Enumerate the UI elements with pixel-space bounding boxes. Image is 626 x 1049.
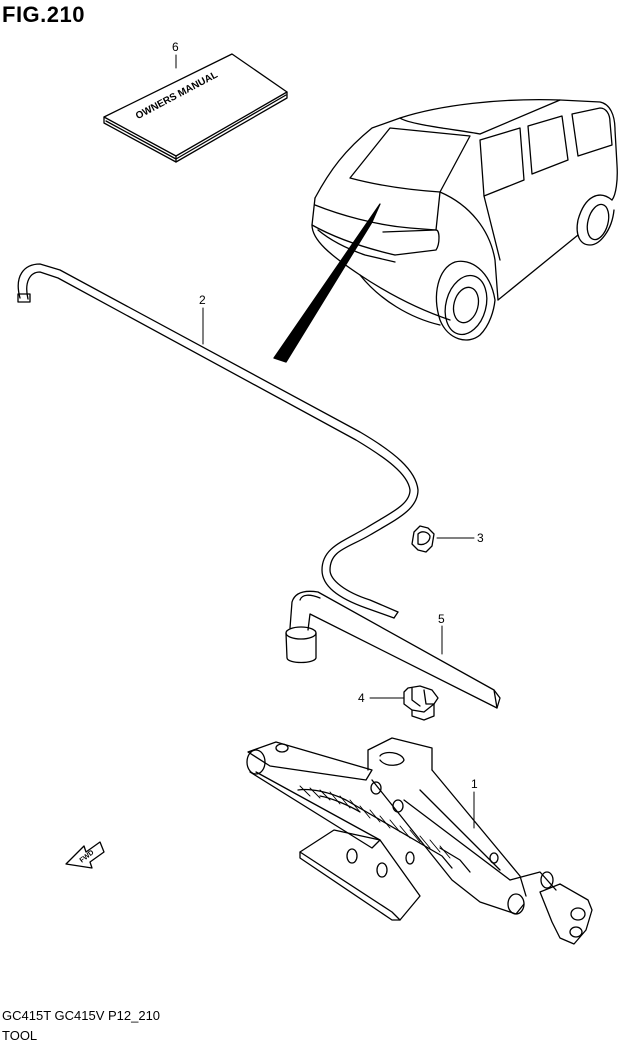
clip-4-illustration xyxy=(403,685,439,721)
callout-2: 2 xyxy=(199,293,206,307)
footer-model-code: GC415T GC415V P12_210 xyxy=(2,1008,161,1023)
jack-handle-rod xyxy=(17,263,419,619)
callout-3: 3 xyxy=(477,531,484,545)
owners-manual-illustration: OWNERS MANUAL xyxy=(103,53,288,163)
footer-section-name: TOOL xyxy=(2,1028,38,1043)
clip-3-illustration xyxy=(411,525,435,553)
scissor-jack-illustration xyxy=(246,737,593,945)
callout-6: 6 xyxy=(172,40,179,54)
lug-wrench xyxy=(285,590,501,709)
figure-title: FIG.210 xyxy=(2,2,85,27)
callout-4: 4 xyxy=(358,691,365,705)
callout-5: 5 xyxy=(438,612,445,626)
callout-1: 1 xyxy=(471,777,478,791)
leader-lines xyxy=(175,54,475,829)
fwd-arrow-icon: FWD xyxy=(65,841,105,869)
vehicle-illustration xyxy=(273,99,618,363)
